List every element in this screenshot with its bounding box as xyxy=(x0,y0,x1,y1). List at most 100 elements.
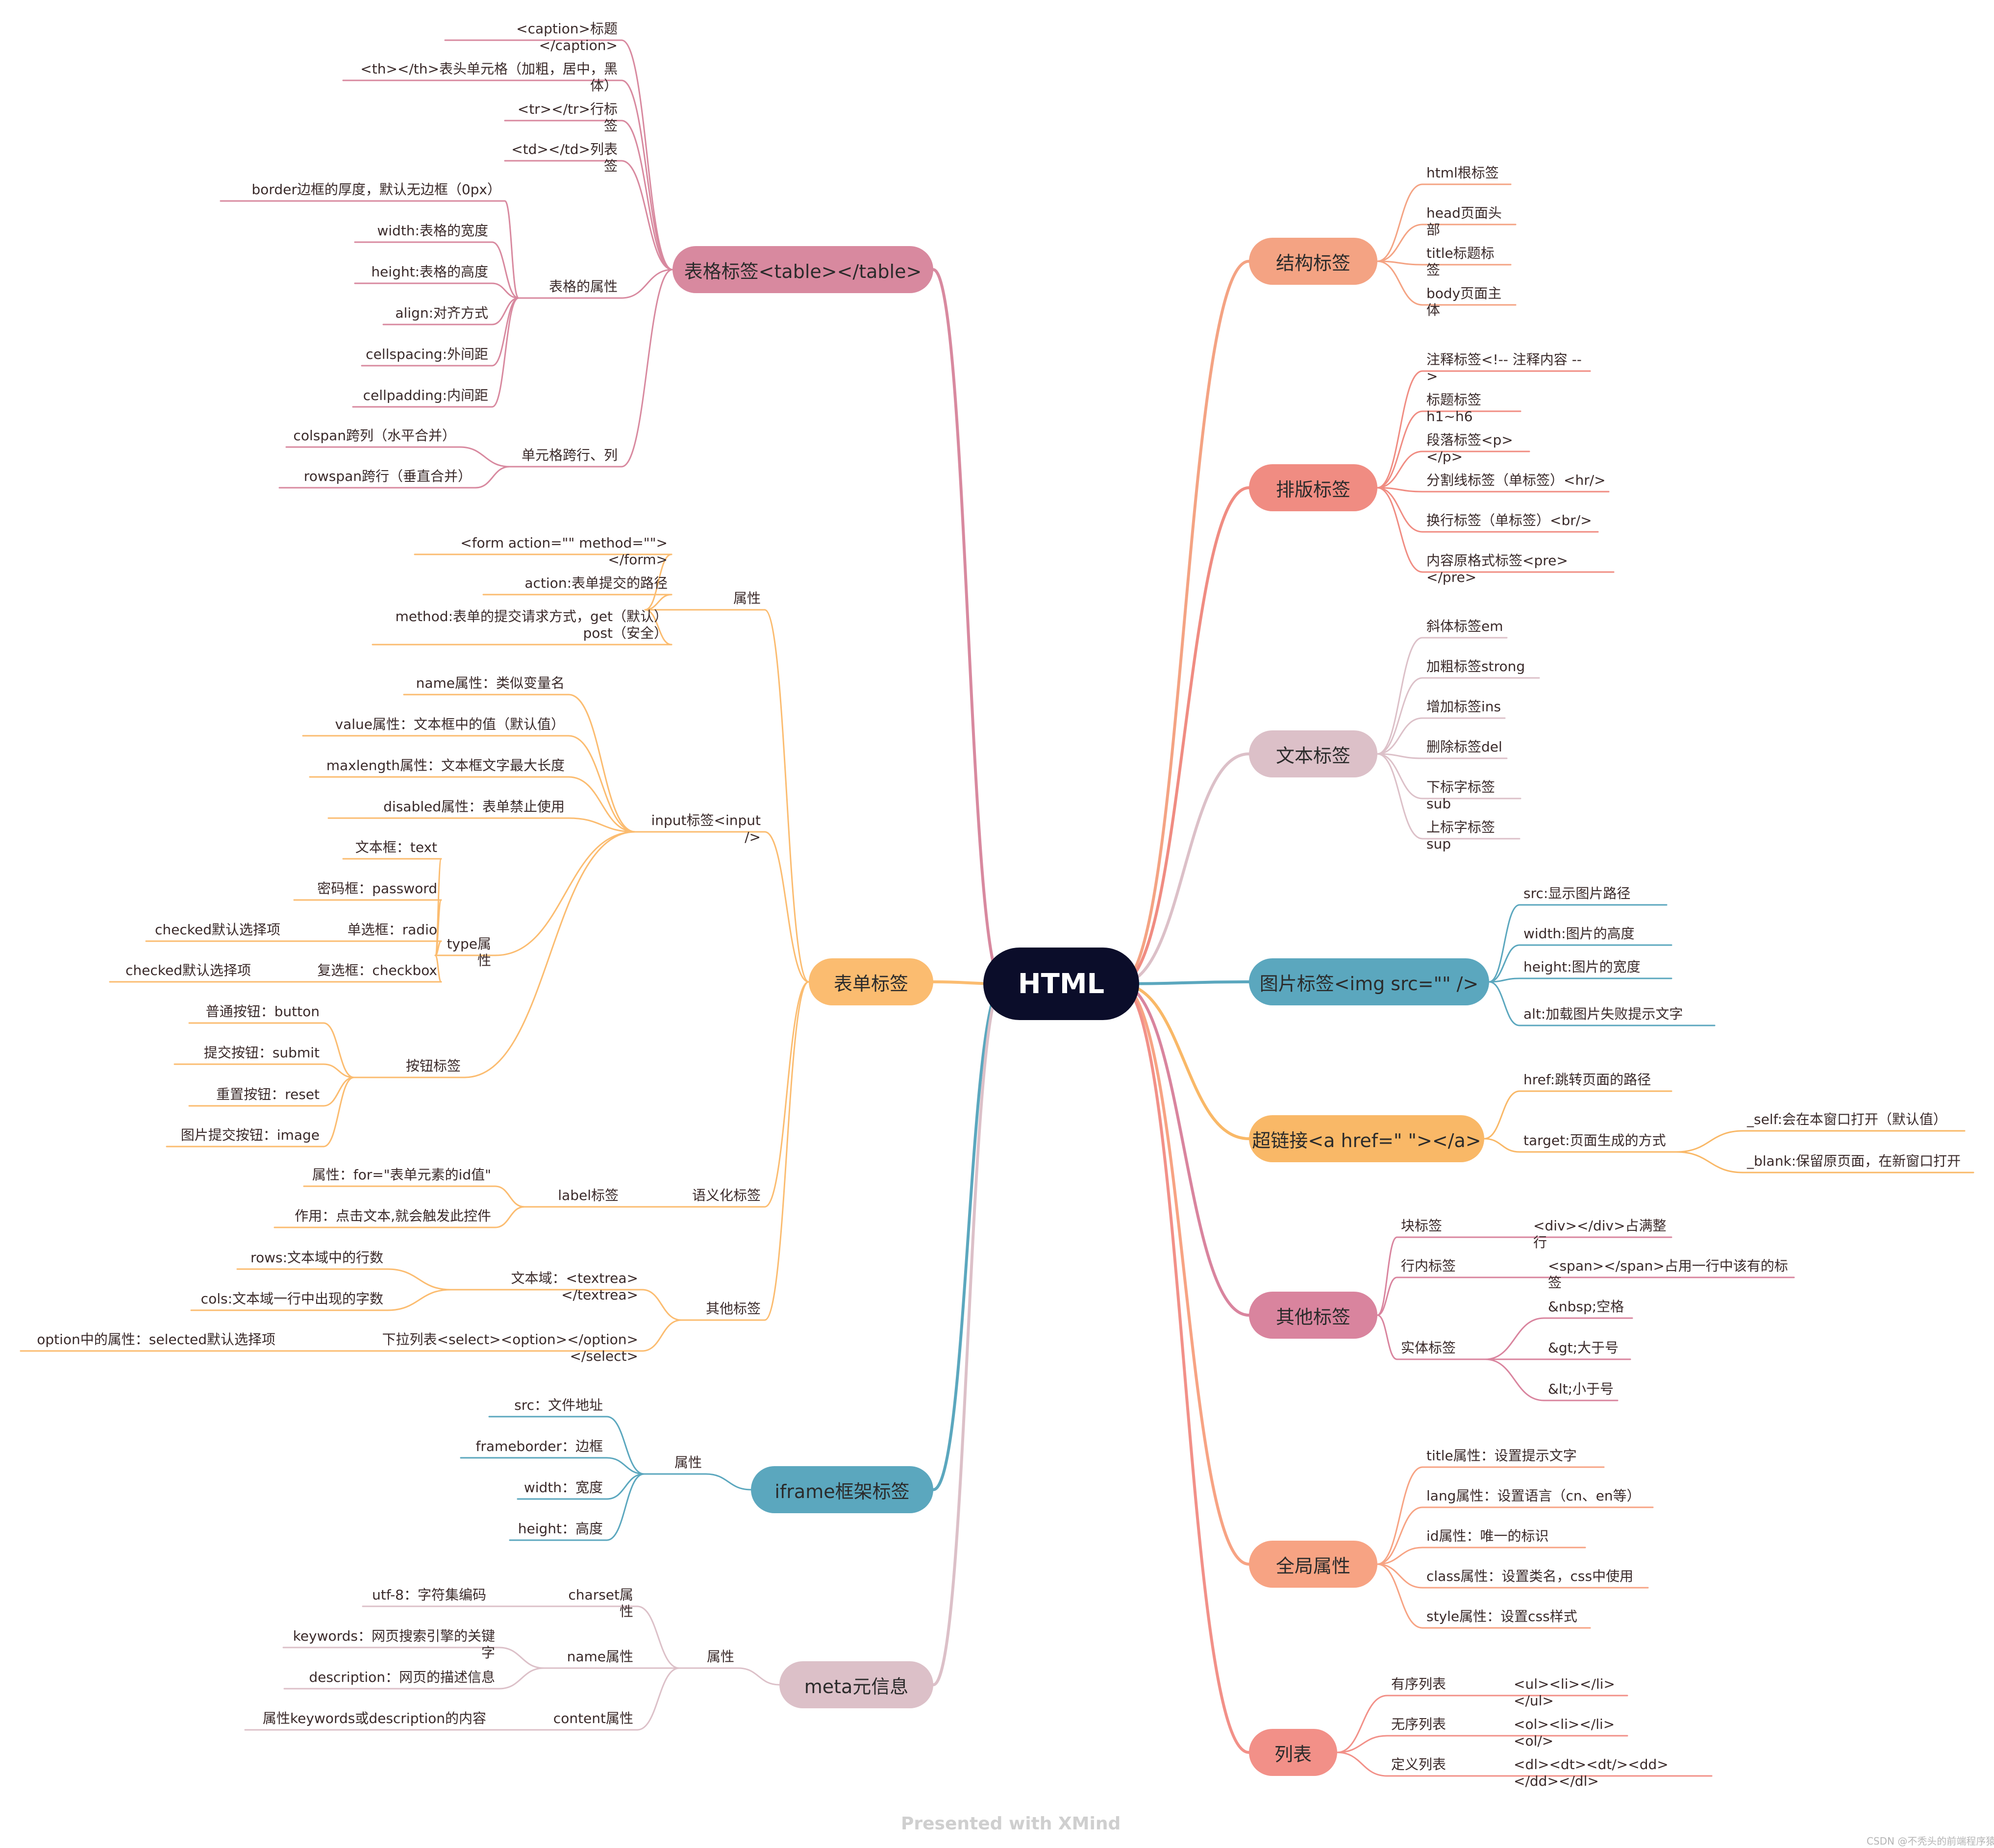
branch-node-structure[interactable]: 结构标签 xyxy=(1249,238,1377,285)
leaf-node-d1[interactable]: 标题标签h1~h6 xyxy=(1426,392,1482,425)
leaf-node-d2[interactable]: <form action="" method=""></form> xyxy=(460,535,668,568)
leaf-node-d4[interactable]: checked默认选择项 xyxy=(125,962,251,978)
leaf-node-d1[interactable]: head页面头部 xyxy=(1426,205,1502,238)
branch-node-other[interactable]: 其他标签 xyxy=(1249,1292,1377,1339)
leaf-node-d2[interactable]: _self:会在本窗口打开（默认值） xyxy=(1747,1111,1947,1127)
leaf-node-d2[interactable]: src：文件地址 xyxy=(514,1397,603,1413)
leaf-node-d2[interactable]: 文本域：<textrea></textrea> xyxy=(511,1270,638,1303)
leaf-node-d2[interactable]: method:表单的提交请求方式，get（默认） post（安全） xyxy=(395,608,668,641)
leaf-node-d1[interactable]: lang属性：设置语言（cn、en等） xyxy=(1426,1488,1641,1504)
leaf-node-d1[interactable]: <th></th>表头单元格（加粗，居中，黑体） xyxy=(360,61,618,94)
leaf-node-d1[interactable]: 上标字标签sup xyxy=(1426,819,1496,852)
leaf-node-d1[interactable]: 增加标签ins xyxy=(1426,699,1501,715)
leaf-node-d2[interactable]: &gt;大于号 xyxy=(1548,1340,1619,1356)
leaf-node-d2[interactable]: height:表格的高度 xyxy=(371,264,488,280)
leaf-node-d1[interactable]: <caption>标题</caption> xyxy=(516,21,618,53)
leaf-node-d1[interactable]: 实体标签 xyxy=(1401,1340,1456,1356)
leaf-node-d1[interactable]: 分割线标签（单标签）<hr/> xyxy=(1426,472,1606,488)
leaf-node-d2[interactable]: border边框的厚度，默认无边框（0px） xyxy=(251,181,501,198)
leaf-node-d2[interactable]: colspan跨列（水平合并） xyxy=(293,427,456,444)
leaf-node-d2[interactable]: <dl><dt><dt/><dd></dd></dl> xyxy=(1514,1756,1669,1789)
leaf-node-d1[interactable]: <tr></tr>行标签 xyxy=(517,101,618,134)
leaf-node-d3[interactable]: rows:文本域中的行数 xyxy=(250,1249,383,1266)
branch-node-image[interactable]: 图片标签<img src="" /> xyxy=(1249,958,1489,1005)
leaf-node-d1[interactable]: 表格的属性 xyxy=(548,278,618,295)
leaf-node-d1[interactable]: 属性 xyxy=(674,1454,702,1471)
leaf-node-d2[interactable]: content属性 xyxy=(553,1710,633,1726)
leaf-node-d2[interactable]: frameborder：边框 xyxy=(475,1438,603,1454)
leaf-node-d3[interactable]: 图片提交按钮：image xyxy=(180,1127,320,1143)
leaf-node-d2[interactable]: 按钮标签 xyxy=(405,1058,461,1074)
leaf-node-d3[interactable]: cols:文本域一行中出现的字数 xyxy=(200,1291,383,1307)
leaf-node-d2[interactable]: type属性 xyxy=(447,936,491,969)
leaf-node-d2[interactable]: <span></span>占用一行中该有的标签 xyxy=(1548,1258,1788,1291)
leaf-node-d1[interactable]: class属性：设置类名，css中使用 xyxy=(1426,1568,1634,1584)
leaf-node-d1[interactable]: 下标字标签sub xyxy=(1426,779,1496,812)
leaf-node-d3[interactable]: 单选框：radio xyxy=(347,922,437,938)
leaf-node-d1[interactable]: 加粗标签strong xyxy=(1426,658,1525,674)
leaf-node-d2[interactable]: name属性：类似变量名 xyxy=(416,675,565,691)
leaf-node-d3[interactable]: 文本框：text xyxy=(355,839,437,855)
leaf-node-d2[interactable]: disabled属性：表单禁止使用 xyxy=(383,799,565,815)
leaf-node-d3[interactable]: utf-8：字符集编码 xyxy=(372,1587,486,1603)
leaf-node-d3[interactable]: description：网页的描述信息 xyxy=(309,1669,495,1685)
leaf-node-d1[interactable]: 其他标签 xyxy=(705,1300,761,1317)
leaf-node-d2[interactable]: height：高度 xyxy=(518,1521,603,1537)
leaf-node-d2[interactable]: &lt;小于号 xyxy=(1548,1381,1614,1397)
leaf-node-d2[interactable]: rowspan跨行（垂直合并） xyxy=(303,468,472,484)
branch-node-table[interactable]: 表格标签<table></table> xyxy=(673,246,933,293)
leaf-node-d1[interactable]: 注释标签<!-- 注释内容 --> xyxy=(1426,351,1582,384)
leaf-node-d3[interactable]: 普通按钮：button xyxy=(205,1003,320,1020)
leaf-node-d1[interactable]: style属性：设置css样式 xyxy=(1426,1608,1577,1624)
leaf-node-d1[interactable]: 行内标签 xyxy=(1401,1258,1456,1274)
leaf-node-d3[interactable]: 属性：for="表单元素的id值" xyxy=(312,1167,491,1183)
leaf-node-d3[interactable]: keywords：网页搜索引擎的关键字 xyxy=(293,1628,495,1661)
leaf-node-d1[interactable]: 属性 xyxy=(733,590,761,606)
leaf-node-d1[interactable]: 换行标签（单标签）<br/> xyxy=(1426,512,1592,528)
branch-node-text[interactable]: 文本标签 xyxy=(1249,730,1377,777)
leaf-node-d1[interactable]: 斜体标签em xyxy=(1426,618,1503,634)
leaf-node-d2[interactable]: cellspacing:外间距 xyxy=(366,346,488,362)
leaf-node-d3[interactable]: 复选框：checkbox xyxy=(317,962,437,978)
leaf-node-d3[interactable]: 作用：点击文本,就会触发此控件 xyxy=(295,1208,491,1224)
leaf-node-d2[interactable]: width：宽度 xyxy=(523,1479,603,1496)
branch-node-iframe[interactable]: iframe框架标签 xyxy=(751,1466,933,1513)
leaf-node-d4[interactable]: checked默认选择项 xyxy=(155,922,280,938)
leaf-node-d3[interactable]: 提交按钮：submit xyxy=(203,1045,320,1061)
leaf-node-d2[interactable]: &nbsp;空格 xyxy=(1548,1299,1624,1315)
leaf-node-d1[interactable]: 删除标签del xyxy=(1426,739,1502,755)
leaf-node-d1[interactable]: target:页面生成的方式 xyxy=(1523,1132,1666,1149)
leaf-node-d2[interactable]: align:对齐方式 xyxy=(395,305,488,321)
leaf-node-d1[interactable]: alt:加载图片失败提示文字 xyxy=(1523,1006,1683,1022)
leaf-node-d2[interactable]: action:表单提交的路径 xyxy=(524,575,668,591)
leaf-node-d2[interactable]: cellpadding:内间距 xyxy=(363,387,488,403)
leaf-node-d1[interactable]: height:图片的宽度 xyxy=(1523,959,1641,975)
leaf-node-d1[interactable]: 定义列表 xyxy=(1391,1756,1446,1773)
leaf-node-d1[interactable]: width:图片的高度 xyxy=(1523,925,1635,942)
leaf-node-d2[interactable]: charset属性 xyxy=(568,1587,633,1620)
leaf-node-d3[interactable]: 属性keywords或description的内容 xyxy=(262,1710,486,1726)
root-node[interactable]: HTML xyxy=(983,948,1139,1020)
leaf-node-d1[interactable]: <td></td>列表签 xyxy=(511,141,618,174)
leaf-node-d2[interactable]: <ol><li></li><ol/> xyxy=(1514,1716,1615,1749)
branch-node-link[interactable]: 超链接<a href=" "></a> xyxy=(1249,1115,1484,1162)
branch-node-meta[interactable]: meta元信息 xyxy=(779,1661,933,1708)
leaf-node-d3[interactable]: 密码框：password xyxy=(317,880,437,897)
leaf-node-d2[interactable]: _blank:保留原页面，在新窗口打开 xyxy=(1747,1153,1961,1169)
leaf-node-d1[interactable]: html根标签 xyxy=(1426,165,1499,181)
leaf-node-d1[interactable]: href:跳转页面的路径 xyxy=(1523,1072,1651,1088)
branch-node-list[interactable]: 列表 xyxy=(1249,1729,1337,1776)
leaf-node-d2[interactable]: 下拉列表<select><option></option></select> xyxy=(382,1331,638,1364)
leaf-node-d2[interactable]: <ul><li></li></ul> xyxy=(1514,1676,1615,1709)
leaf-node-d1[interactable]: src:显示图片路径 xyxy=(1523,885,1631,901)
leaf-node-d1[interactable]: 单元格跨行、列 xyxy=(521,447,618,463)
branch-node-layout[interactable]: 排版标签 xyxy=(1249,464,1377,511)
leaf-node-d2[interactable]: width:表格的宽度 xyxy=(377,223,488,239)
leaf-node-d3[interactable]: option中的属性：selected默认选择项 xyxy=(37,1331,275,1348)
leaf-node-d2[interactable]: name属性 xyxy=(567,1648,633,1665)
leaf-node-d1[interactable]: input标签<input /> xyxy=(651,812,761,845)
leaf-node-d1[interactable]: 段落标签<p></p> xyxy=(1426,432,1513,465)
leaf-node-d2[interactable]: label标签 xyxy=(558,1187,619,1203)
leaf-node-d3[interactable]: 重置按钮：reset xyxy=(216,1086,320,1102)
leaf-node-d1[interactable]: 块标签 xyxy=(1401,1218,1443,1234)
